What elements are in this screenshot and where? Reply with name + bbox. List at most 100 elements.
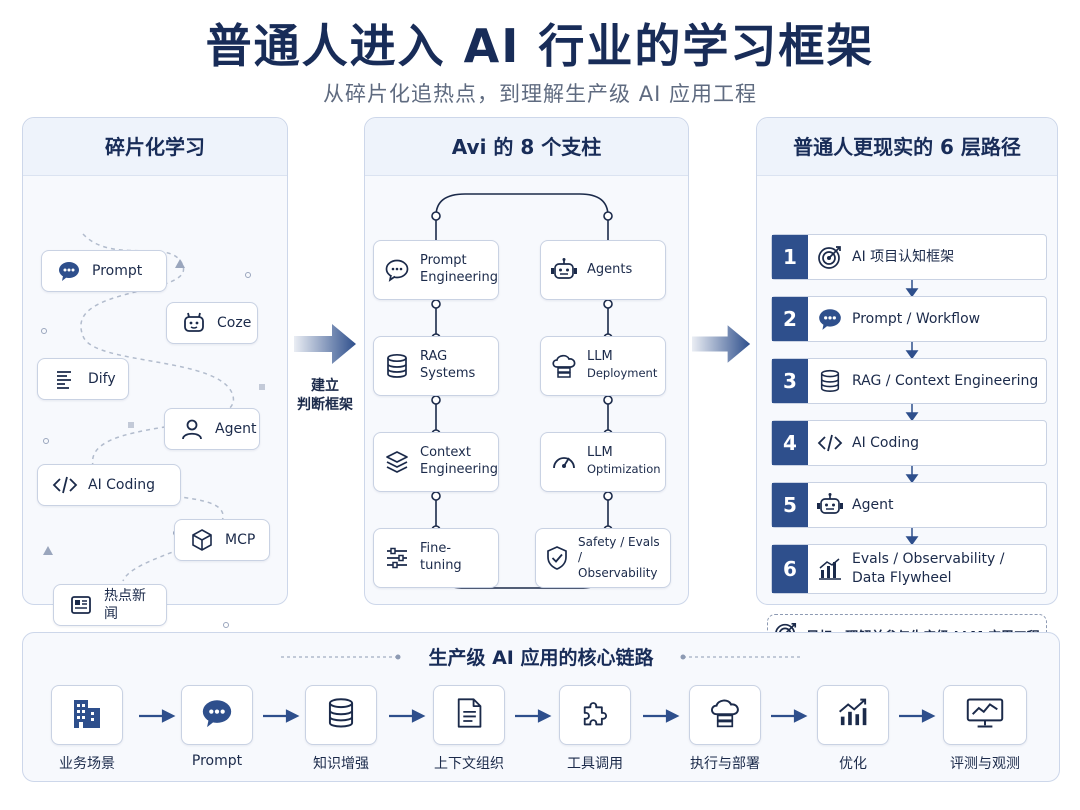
path-step-3[interactable]: 3 RAG / Context Engineering (771, 358, 1047, 404)
right-arrow-icon (692, 325, 751, 363)
path-step-1[interactable]: 1 AI 项目认知框架 (771, 234, 1047, 280)
fragment-label: AI Coding (88, 476, 156, 493)
pillar-label-line1: RAG (420, 349, 448, 365)
pillar-label-line1: Prompt (420, 253, 467, 269)
shield-check-icon (542, 543, 572, 573)
step-number: 5 (772, 483, 808, 527)
chain-node-label: 上下文组织 (434, 756, 504, 772)
text-lines-icon (50, 364, 80, 394)
pillar-label-line2: Deployment (587, 366, 658, 380)
step-label-line1: Evals / Observability / (852, 551, 1005, 568)
chain-node-box (51, 685, 123, 745)
code-icon (808, 421, 852, 465)
chain-node-label: 业务场景 (59, 756, 115, 772)
core-chain-panel: 生产级 AI 应用的核心链路 业务场景 Prompt 知识增强 (22, 632, 1060, 782)
chain-node-box (817, 685, 889, 745)
fragment-label: Agent (215, 420, 257, 437)
chain-node-box (433, 685, 505, 745)
chain-node-box (943, 685, 1027, 745)
code-icon (50, 470, 80, 500)
fragment-label: 热点新闻 (104, 587, 146, 622)
pillar-safety-evals[interactable]: Safety / Evals /Observability (535, 528, 671, 588)
fragment-item-coze[interactable]: Coze (166, 302, 258, 344)
cloud-server-icon (549, 351, 579, 381)
chain-node-knowledge[interactable]: 知识增强 (305, 685, 377, 773)
sliders-icon (382, 543, 412, 573)
fragment-label: Prompt (92, 262, 143, 279)
chain-node-deploy[interactable]: 执行与部署 (689, 685, 761, 773)
chat-bubble-outline-icon (382, 255, 412, 285)
puzzle-icon (579, 697, 611, 733)
pillar-fine-tuning[interactable]: Fine-tuning (373, 528, 499, 588)
person-icon (177, 414, 207, 444)
chain-node-label: 工具调用 (567, 756, 623, 772)
chain-arrows (139, 709, 936, 723)
path-step-5[interactable]: 5 Agent (771, 482, 1047, 528)
fragment-item-prompt[interactable]: Prompt (41, 250, 167, 292)
chain-node-box (559, 685, 631, 745)
database-icon (382, 351, 412, 381)
chain-node-optimize[interactable]: 优化 (817, 685, 889, 773)
chat-bubble-icon (54, 256, 84, 286)
layers-icon (382, 447, 412, 477)
robot-face-icon (179, 308, 209, 338)
chat-bubble-icon (199, 696, 235, 734)
pillar-label-line2: Optimization (587, 462, 661, 476)
fragment-label: Coze (217, 314, 252, 331)
fragment-item-news[interactable]: 热点新闻 (53, 584, 167, 626)
step-number: 3 (772, 359, 808, 403)
step-number: 4 (772, 421, 808, 465)
decoration-dot (223, 622, 229, 628)
chain-node-label: Prompt (191, 753, 243, 769)
path-step-2[interactable]: 2 Prompt / Workflow (771, 296, 1047, 342)
fragment-item-ai-coding[interactable]: AI Coding (37, 464, 181, 506)
robot-icon (549, 255, 579, 285)
pillar-agents[interactable]: Agents (540, 240, 666, 300)
step-label: Evals / Observability /Data Flywheel (852, 545, 1046, 593)
page-subtitle: 从碎片化追热点，到理解生产级 AI 应用工程 (323, 82, 757, 106)
fragment-item-mcp[interactable]: MCP (174, 519, 270, 561)
right-arrow-icon (294, 324, 356, 364)
pillar-label-line2: Observability (578, 565, 658, 580)
path-step-6[interactable]: 6 Evals / Observability /Data Flywheel (771, 544, 1047, 594)
chain-node-business[interactable]: 业务场景 (51, 685, 123, 773)
step-number: 6 (772, 545, 808, 593)
chain-heading-rules (281, 654, 803, 660)
fragmented-heading: 碎片化学习 (23, 118, 287, 176)
bridge-label: 建立 判断框架 (290, 377, 360, 415)
path-heading: 普通人更现实的 6 层路径 (757, 118, 1057, 176)
fragment-label: MCP (225, 531, 256, 548)
gauge-icon (549, 447, 579, 477)
step-label: RAG / Context Engineering (852, 372, 1039, 389)
building-icon (70, 696, 104, 734)
chain-node-tools[interactable]: 工具调用 (559, 685, 631, 773)
chat-bubble-icon (808, 297, 852, 341)
decoration-dot (41, 328, 47, 334)
robot-icon (808, 483, 852, 527)
document-icon (454, 697, 484, 733)
path-step-4[interactable]: 4 AI Coding (771, 420, 1047, 466)
cloud-server-icon (708, 697, 742, 733)
step-label: AI Coding (852, 434, 920, 451)
chain-node-evals[interactable]: 评测与观测 (943, 685, 1027, 773)
bar-chart-icon (808, 545, 852, 593)
step-number: 1 (772, 235, 808, 279)
pillar-label-line1: LLM (587, 445, 613, 461)
chain-node-label: 优化 (839, 756, 867, 772)
decoration-triangle (43, 546, 53, 555)
chain-node-context[interactable]: 上下文组织 (433, 685, 505, 773)
pillar-label-line2: Engineering (420, 462, 498, 477)
path-panel: 普通人更现实的 6 层路径 1 AI 项目认知框架 2 Prompt / Wor… (756, 117, 1058, 656)
chain-node-label: 评测与观测 (950, 756, 1020, 772)
fragment-item-agent[interactable]: Agent (164, 408, 260, 450)
fragment-item-dify[interactable]: Dify (37, 358, 129, 400)
chain-node-prompt[interactable]: Prompt (181, 685, 253, 769)
pillar-label: Safety / Evals /Observability (578, 535, 662, 582)
